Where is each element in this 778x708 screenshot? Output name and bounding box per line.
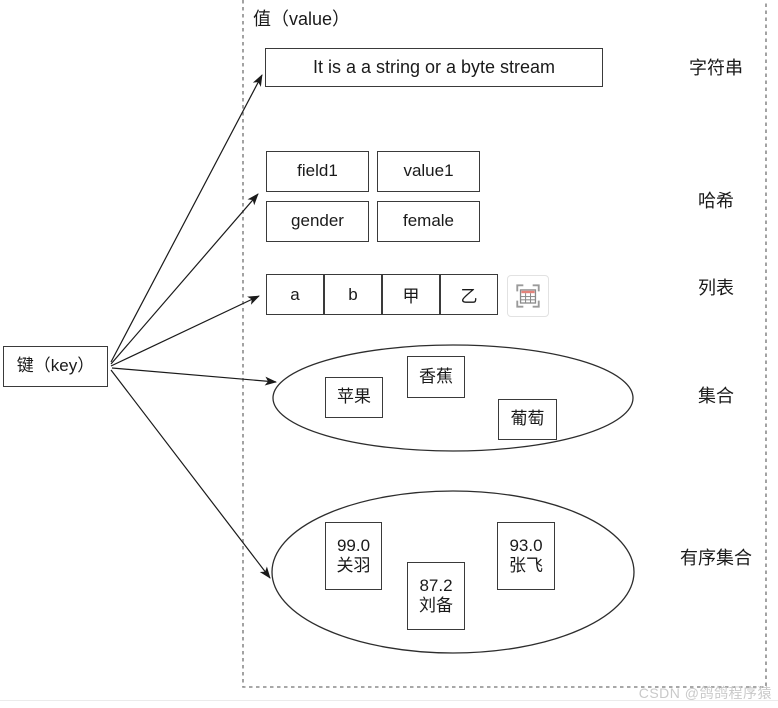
string-value-text: It is a a string or a byte stream [312,56,556,77]
set-member-text: 苹果 [337,387,371,407]
page-divider [0,700,778,701]
hash-value-box: value1 [377,151,480,192]
type-label-list: 列表 [698,278,734,298]
type-label-set: 集合 [698,386,734,406]
arrow-key-to-set [111,367,277,386]
hash-value-text: female [402,211,455,231]
list-cell-text: a [290,284,300,304]
sorted-set-member: 刘备 [419,596,453,615]
table-select-button[interactable] [507,275,549,317]
hash-field-box: field1 [266,151,369,192]
table-select-icon [516,284,540,308]
sorted-set-score: 87.2 [419,575,453,595]
list-cell: b [324,274,382,315]
sorted-set-member-box: 87.2 刘备 [407,562,465,630]
set-member-text: 葡萄 [510,409,545,429]
list-cell-text: b [348,284,358,304]
arrow-key-to-sorted-set [110,369,271,579]
sorted-set-member-box: 99.0 关羽 [325,522,382,590]
arrow-key-to-hash [110,193,259,365]
hash-field-box: gender [266,201,369,242]
hash-value-box: female [377,201,480,242]
arrow-key-to-list [110,295,260,367]
value-region-title: 值（value） [253,9,351,29]
list-cell-text: 乙 [460,287,478,306]
list-cell: 甲 [382,274,440,315]
set-member-box: 香蕉 [407,356,465,398]
hash-field-text: gender [291,211,344,231]
type-label-sorted-set: 有序集合 [680,548,752,568]
hash-value-text: value1 [403,161,454,181]
sorted-set-member: 关羽 [336,556,371,575]
arrow-key-to-string [110,74,263,363]
list-value-row: a b 甲 乙 [266,274,498,315]
sorted-set-member-box: 93.0 张飞 [497,522,555,590]
key-label: 键（key） [16,356,95,376]
key-box: 键（key） [3,346,108,387]
set-member-text: 香蕉 [419,366,453,386]
set-member-box: 苹果 [325,377,383,418]
sorted-set-member: 张飞 [509,556,543,575]
type-label-hash: 哈希 [698,191,734,211]
sorted-set-score: 99.0 [336,535,371,555]
string-value-box: It is a a string or a byte stream [265,48,603,87]
watermark-text: CSDN @鸽鸽程序猿 [638,685,772,701]
list-cell: 乙 [440,274,498,315]
list-cell-text: 甲 [402,287,420,306]
type-label-string: 字符串 [689,58,743,78]
sorted-set-score: 93.0 [509,535,543,555]
hash-field-text: field1 [297,161,338,181]
set-member-box: 葡萄 [498,399,557,440]
list-cell: a [266,274,324,315]
